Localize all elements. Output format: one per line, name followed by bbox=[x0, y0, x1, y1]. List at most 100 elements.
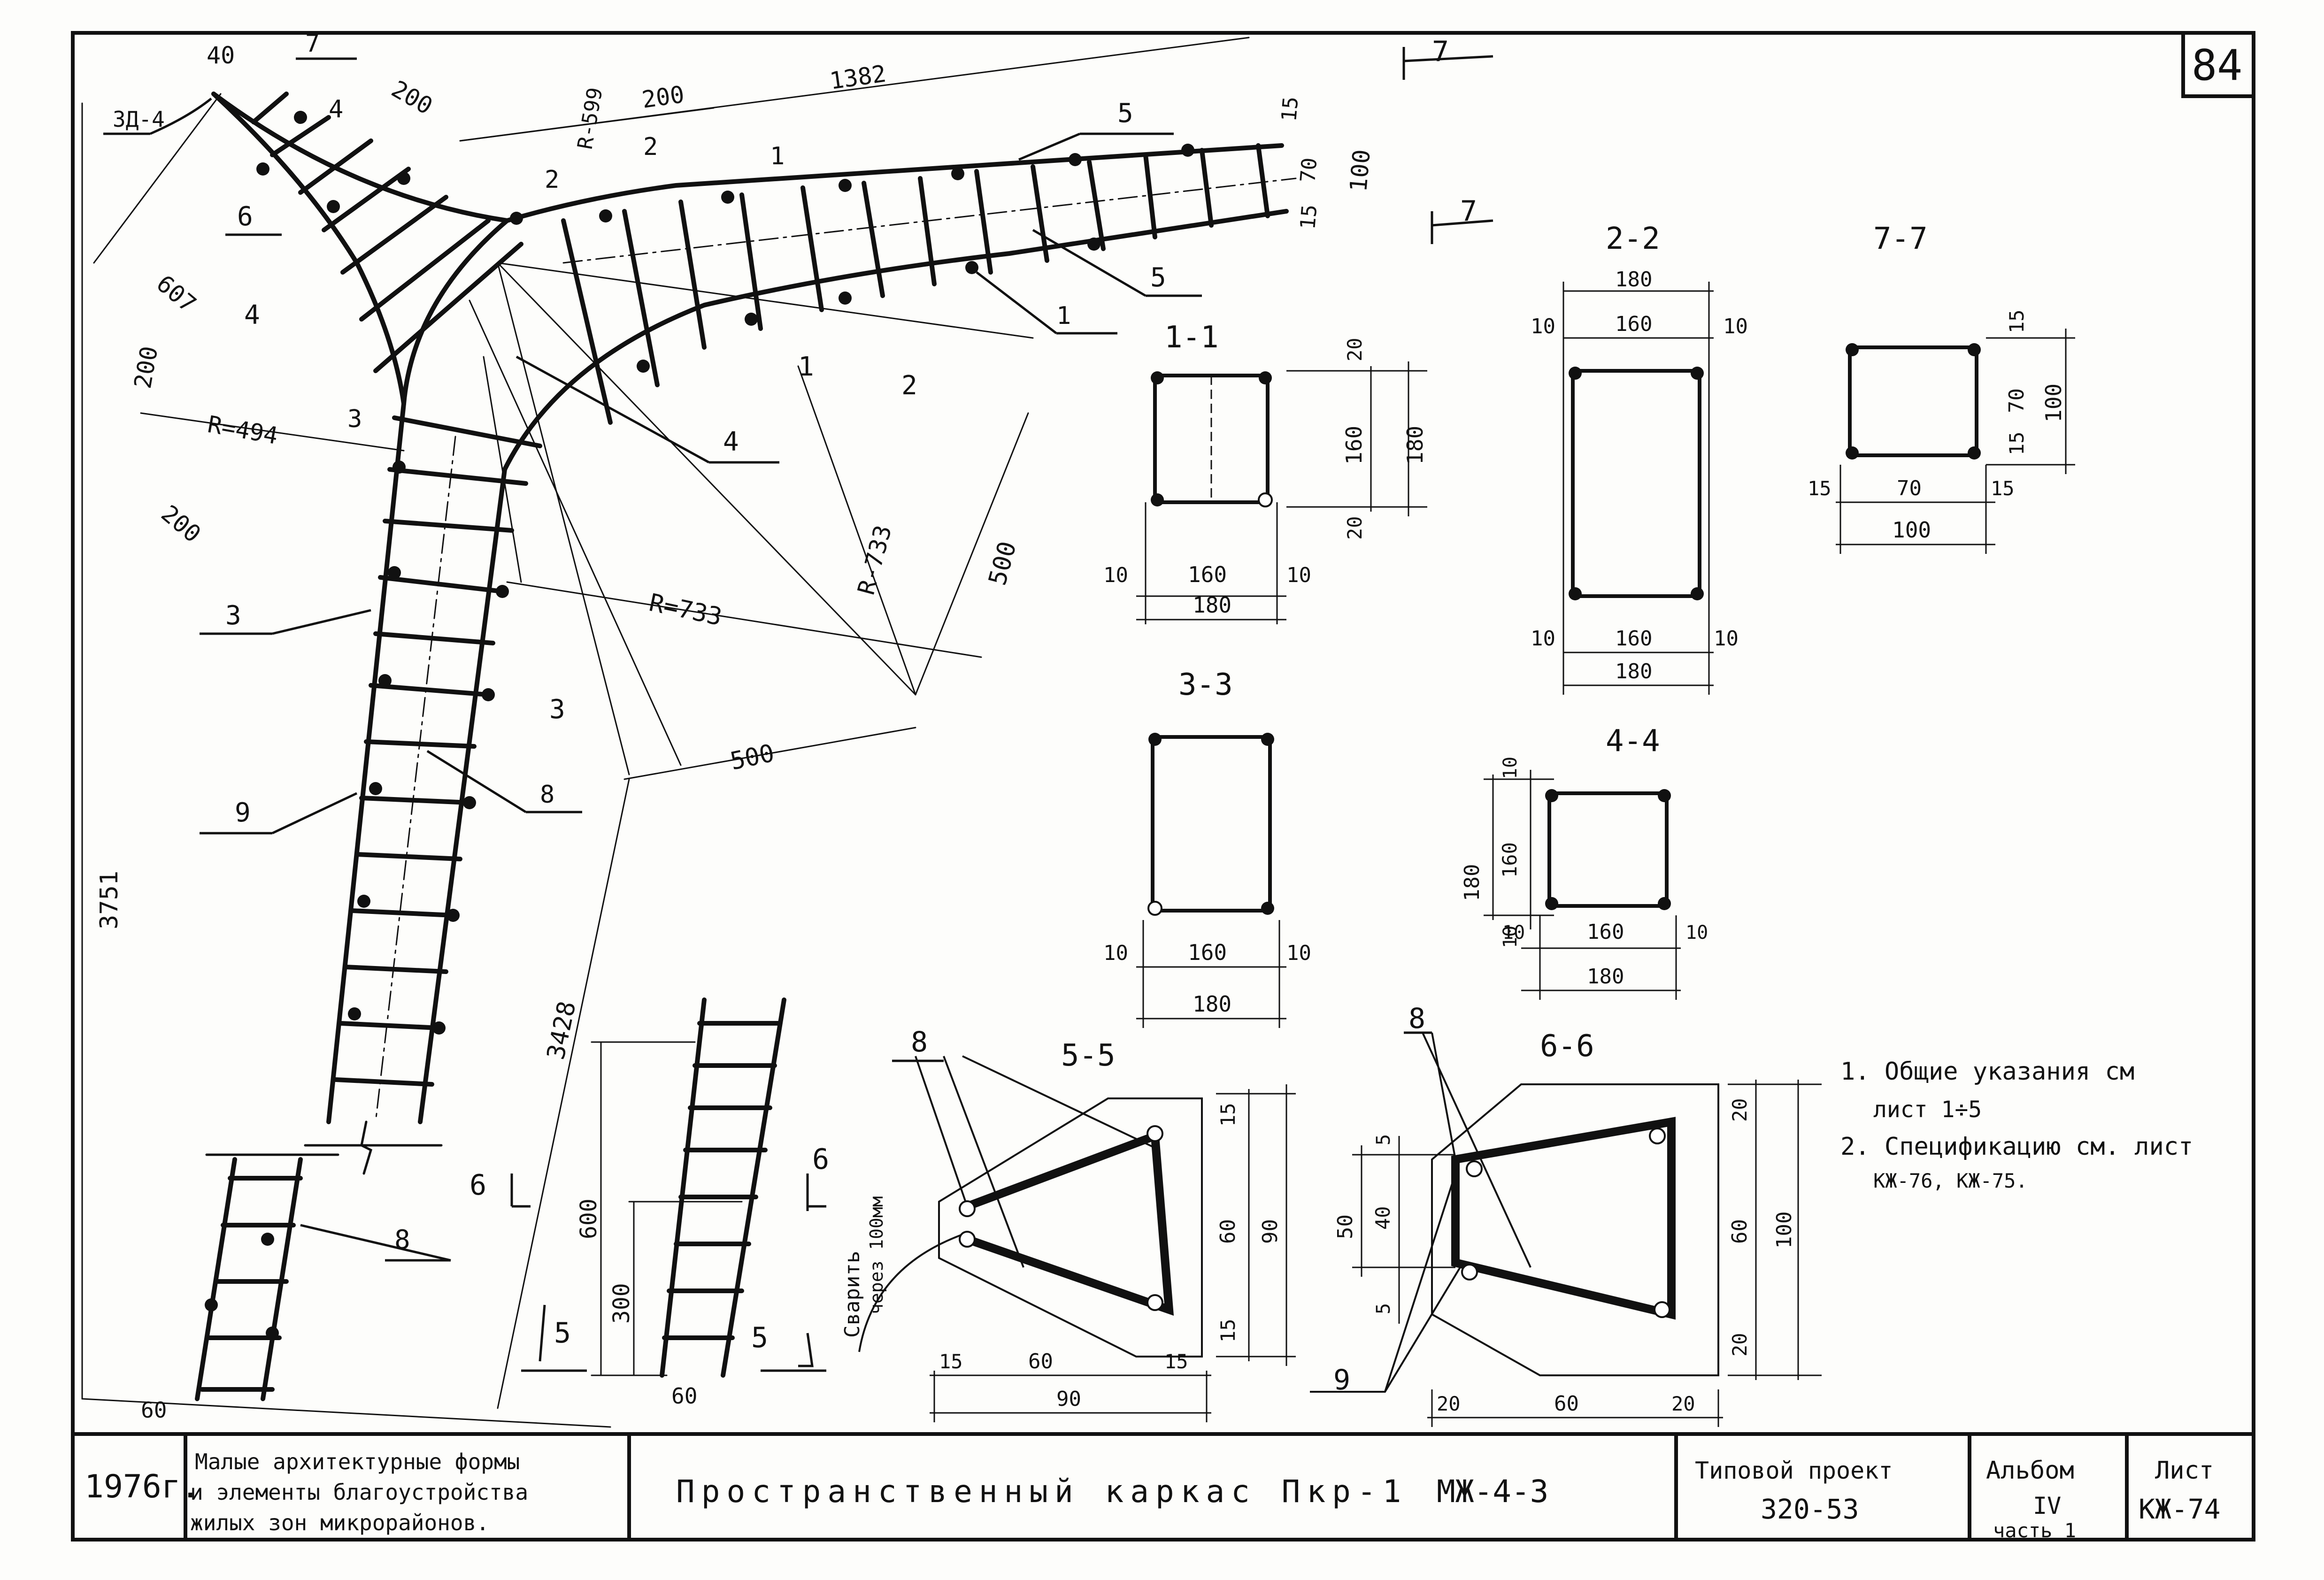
sec66-l-total: 50 bbox=[1333, 1214, 1357, 1239]
cut-3-marker: 3 bbox=[549, 694, 565, 725]
title-name-line3: жилых зон микрорайонов. bbox=[190, 1510, 489, 1535]
sec55-h-top: 15 bbox=[1216, 1103, 1239, 1127]
sec77-right: 15 bbox=[1991, 477, 2015, 500]
title-year: 1976г. bbox=[85, 1468, 200, 1505]
sec44-h-inner: 160 bbox=[1498, 842, 1521, 878]
sec11-top: 20 bbox=[1343, 337, 1366, 361]
pos-5-bottom: 5 bbox=[1150, 262, 1166, 293]
section-1-1-title: 1-1 bbox=[1164, 320, 1219, 355]
sec77-left: 15 bbox=[1808, 477, 1831, 500]
sec22-left: 10 bbox=[1531, 314, 1555, 338]
cut-6-left: 6 bbox=[469, 1169, 486, 1202]
section-5-5: 5-5 8 15 60 15 90 15 60 15 90 Свари bbox=[840, 1026, 1296, 1422]
pos-9-leg: 9 bbox=[235, 798, 251, 828]
sec77-top: 15 bbox=[2005, 309, 2028, 333]
sheet-number: 84 bbox=[2192, 41, 2242, 90]
pos-2-b: 2 bbox=[643, 133, 658, 161]
sec22-w-inner: 160 bbox=[1615, 312, 1652, 336]
section-3-3: 3-3 10 160 10 180 bbox=[1103, 667, 1311, 1028]
dim-1382: 1382 bbox=[828, 60, 888, 95]
break-squiggle bbox=[360, 1120, 372, 1175]
sec33-w-inner: 160 bbox=[1188, 940, 1227, 965]
dim-200-bottom: 200 bbox=[156, 500, 206, 548]
pos-3-joint: 3 bbox=[347, 405, 362, 433]
project-number: 320-53 bbox=[1761, 1493, 1859, 1525]
pos-3-left: 3 bbox=[225, 600, 241, 631]
leg-inner-rod bbox=[418, 467, 507, 1124]
pos-1-bottom: 1 bbox=[1056, 302, 1071, 330]
sec77-bot: 15 bbox=[2005, 431, 2028, 455]
sec11-right: 10 bbox=[1286, 563, 1311, 587]
sec66-w-right: 20 bbox=[1671, 1392, 1695, 1415]
sec66-w-left: 20 bbox=[1437, 1392, 1461, 1415]
radius-494: R=494 bbox=[206, 411, 280, 450]
dim-line-607 bbox=[93, 93, 222, 264]
radius-599: R-599 bbox=[573, 86, 608, 151]
dim-200-beam: 200 bbox=[640, 81, 686, 114]
dim-40: 40 bbox=[207, 42, 235, 69]
sheet-code: КЖ-74 bbox=[2139, 1493, 2221, 1525]
cut-1-top: 1 bbox=[793, 366, 794, 367]
sec55-w-left: 15 bbox=[939, 1350, 963, 1373]
pos-8-leg: 8 bbox=[540, 781, 554, 809]
sec11-bot: 20 bbox=[1343, 516, 1366, 540]
cut-6-right: 6 bbox=[812, 1143, 829, 1176]
sec55-w-right: 15 bbox=[1164, 1350, 1188, 1373]
pos-3d4: ЗД-4 bbox=[113, 107, 165, 132]
sec55-note-line2: через 100мм bbox=[866, 1196, 887, 1314]
title-name-line1: Малые архитектурные формы bbox=[195, 1449, 520, 1474]
stirrups bbox=[200, 92, 1270, 1392]
sec55-outline bbox=[938, 1097, 1203, 1358]
section-6-6-title: 6-6 bbox=[1540, 1029, 1594, 1064]
section-7-7-title: 7-7 bbox=[1873, 222, 1928, 256]
cut-1-bottom: 1 bbox=[798, 352, 814, 382]
dim-line-500b bbox=[915, 412, 1029, 696]
dim-15-bottom: 15 bbox=[1296, 204, 1322, 230]
note-2-line1: 2. Спецификацию см. лист bbox=[1840, 1133, 2193, 1161]
sec77-w-outer: 100 bbox=[1892, 517, 1931, 543]
drawing-code: МЖ-4-3 bbox=[1437, 1473, 1548, 1510]
sec22-b-inner: 160 bbox=[1615, 627, 1652, 651]
sec55-w-mid: 60 bbox=[1028, 1350, 1053, 1373]
section-6-6: 6-6 8 9 20 60 20 100 5 bbox=[1310, 1002, 1822, 1427]
sec66-l-mid: 40 bbox=[1371, 1206, 1394, 1230]
sec77-w-inner: 70 bbox=[1897, 476, 1922, 500]
radius-ray-5 bbox=[469, 299, 682, 766]
sec11-left: 10 bbox=[1103, 563, 1128, 587]
sec55-w-total: 90 bbox=[1056, 1387, 1081, 1411]
sec55-bars bbox=[965, 1130, 1174, 1316]
sec44-top: 10 bbox=[1500, 757, 1521, 779]
dim-60-leg: 60 bbox=[141, 1397, 167, 1423]
pos-1-beam: 1 bbox=[770, 142, 785, 170]
dim-line-500a bbox=[623, 727, 916, 780]
sec55-pos8: 8 bbox=[911, 1026, 928, 1058]
note-1-line2: лист 1÷5 bbox=[1873, 1097, 1982, 1123]
note-2-line2: КЖ-76, КЖ-75. bbox=[1873, 1169, 2028, 1192]
weld-points bbox=[205, 111, 1194, 1340]
dim-100-beam: 100 bbox=[1345, 148, 1376, 193]
project-label: Типовой проект bbox=[1695, 1457, 1893, 1484]
dim-line-200a bbox=[459, 107, 715, 142]
radius-ray-4 bbox=[506, 581, 982, 658]
radius-ray-3 bbox=[497, 262, 630, 775]
sec44-left: 10 bbox=[1502, 922, 1525, 943]
dim-500-right: 500 bbox=[984, 538, 1022, 588]
sec55-h-total: 90 bbox=[1258, 1219, 1282, 1244]
pos-2-a: 2 bbox=[545, 166, 559, 194]
sec55-h-bot: 15 bbox=[1216, 1319, 1239, 1342]
sec66-h-mid: 60 bbox=[1728, 1219, 1752, 1244]
cut-5-left: 5 bbox=[554, 1317, 571, 1350]
general-notes: 1. Общие указания см лист 1÷5 2. Специфи… bbox=[1840, 1058, 2193, 1192]
dim-15-top: 15 bbox=[1277, 96, 1303, 123]
dim-line-494 bbox=[140, 412, 405, 452]
sec11-h-inner: 160 bbox=[1341, 426, 1367, 465]
sheet-frame bbox=[71, 31, 2255, 1542]
sec66-h-total: 100 bbox=[1772, 1212, 1796, 1249]
dim-200-top: 200 bbox=[387, 75, 437, 120]
sec11-w-inner: 160 bbox=[1188, 562, 1227, 587]
section-2-2: 2-2 180 160 10 10 160 10 10 180 bbox=[1531, 222, 1748, 695]
section-2-2-title: 2-2 bbox=[1606, 222, 1660, 256]
radius-ray-2 bbox=[497, 262, 1034, 339]
